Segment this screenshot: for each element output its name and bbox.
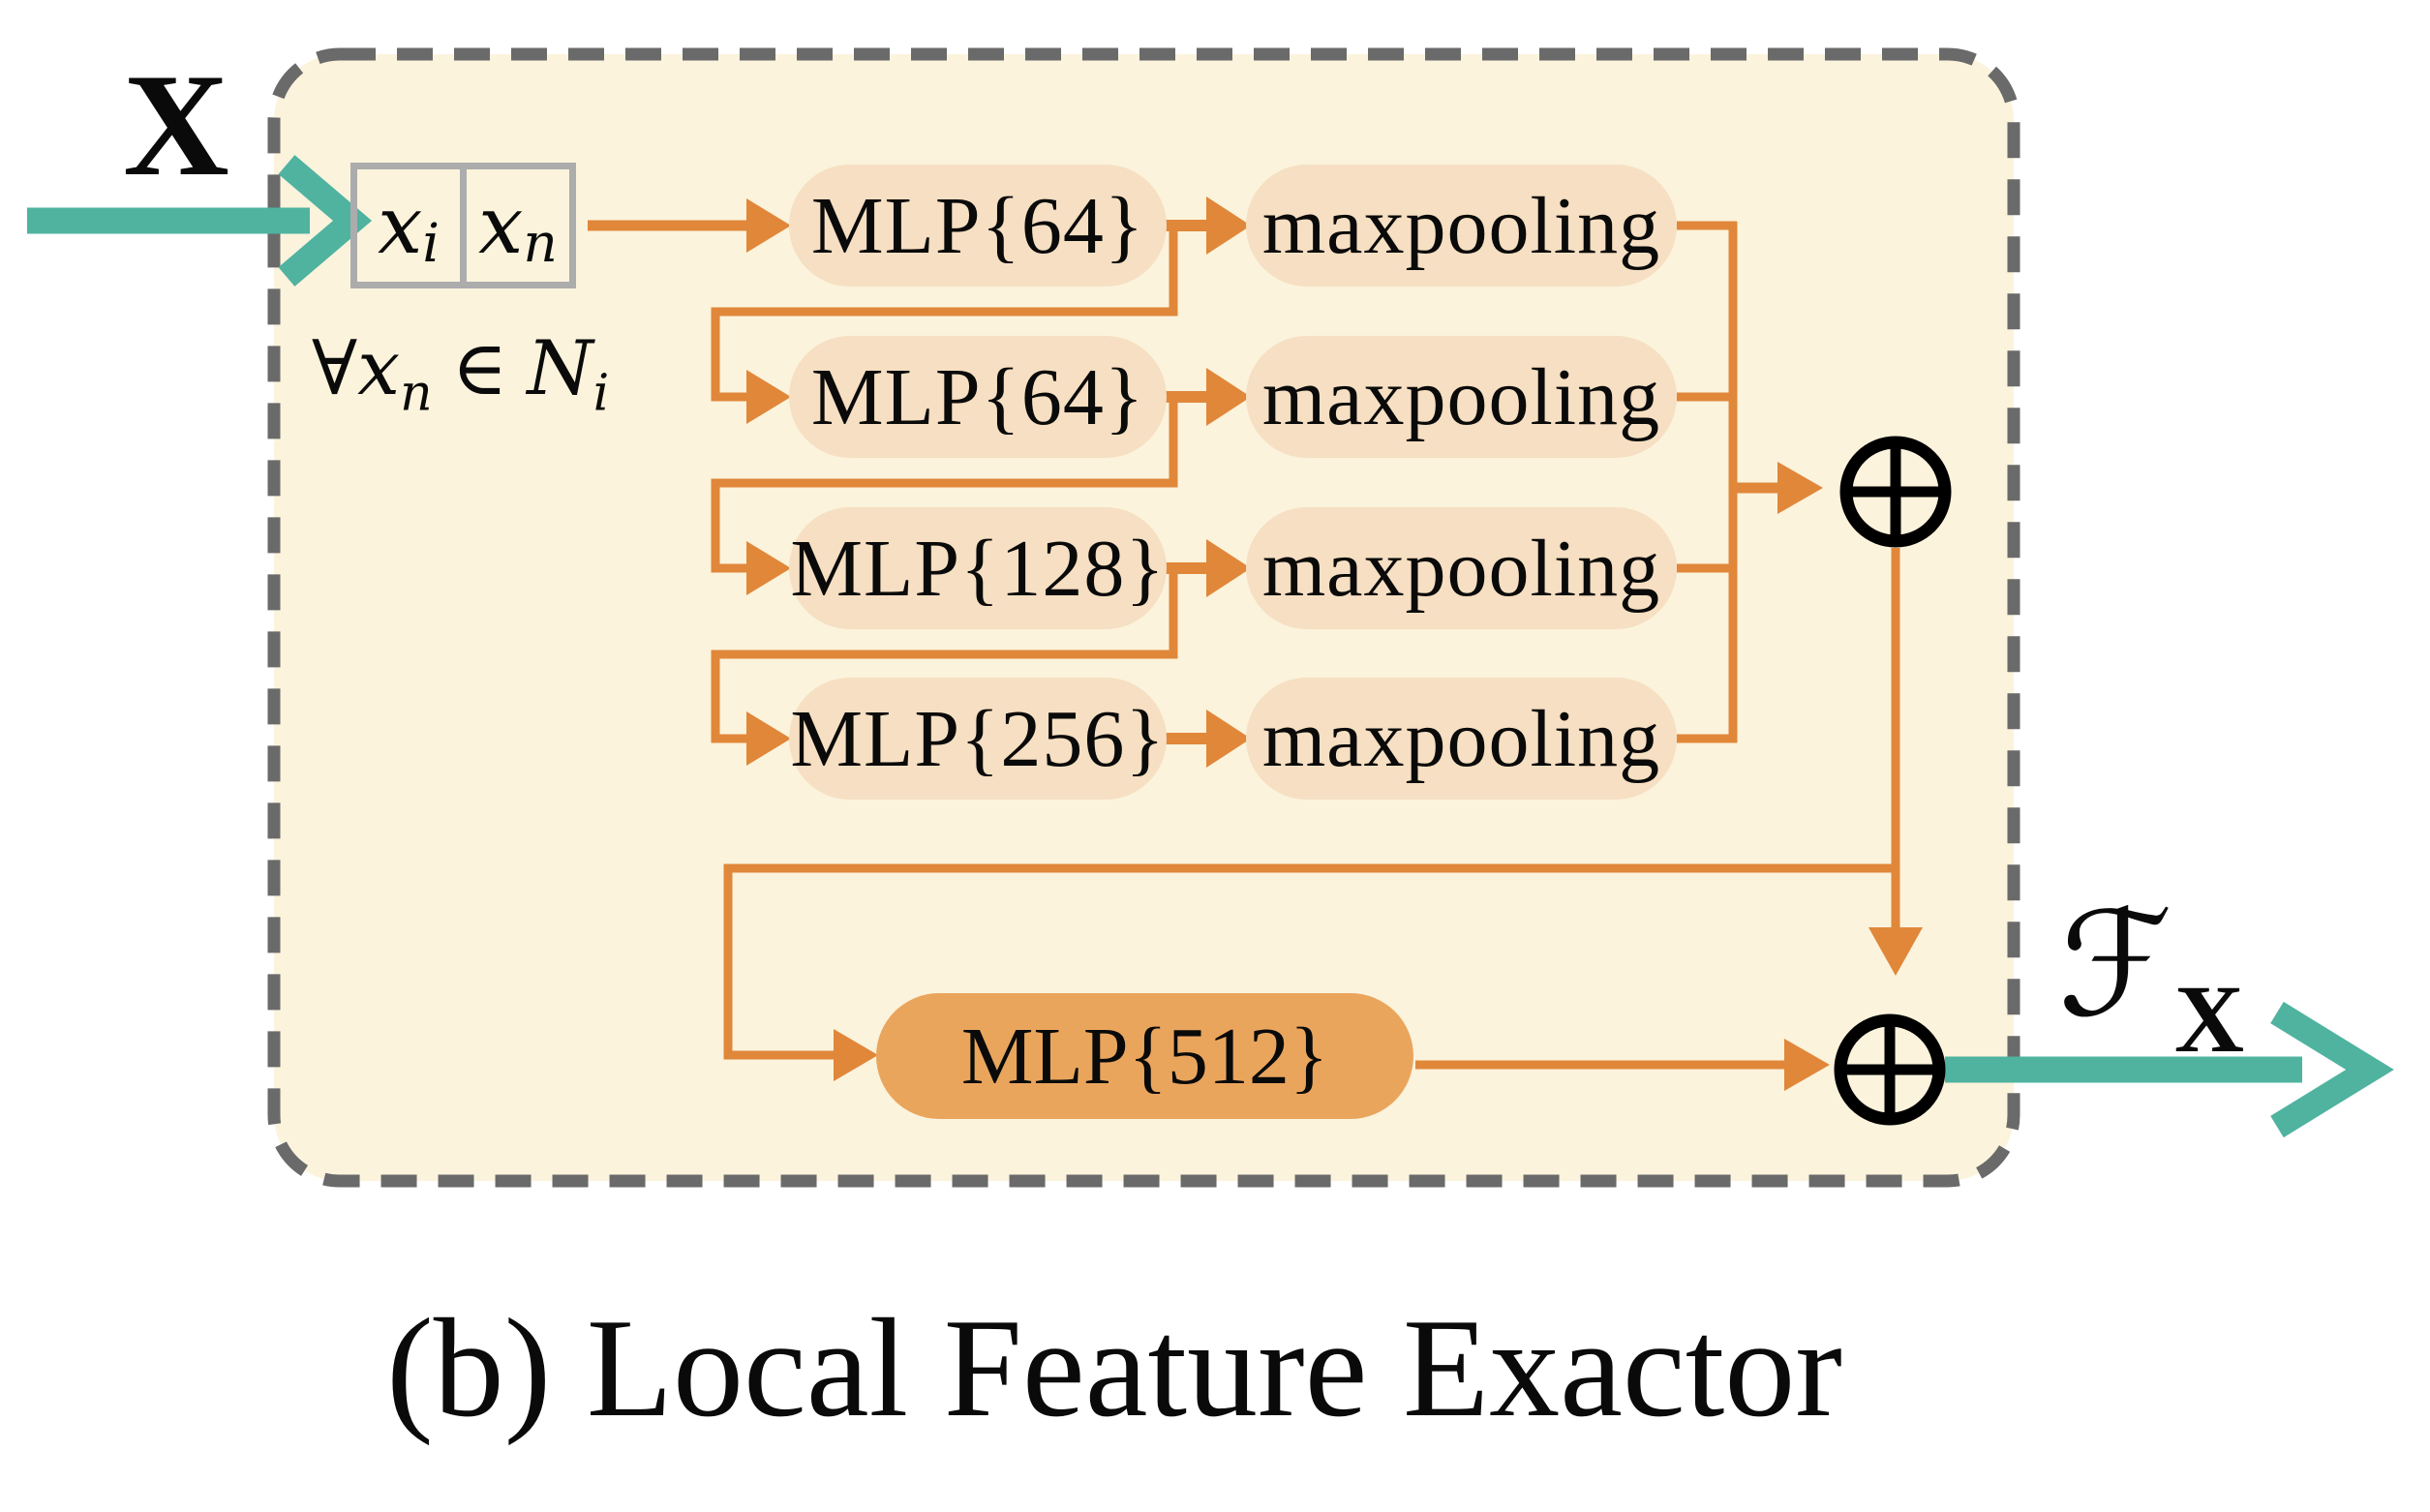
- maxpooling-row3-pill: maxpooling: [1246, 507, 1677, 629]
- concat-bottom-icon: [1834, 1013, 1946, 1126]
- xi-base: x: [378, 179, 423, 272]
- mlp-64-row2-pill: MLP{64}: [789, 336, 1167, 458]
- bus-to-concat-arrowhead: [1777, 462, 1823, 514]
- skip-to-final-mlp-line: [723, 863, 1896, 1060]
- concat-down-arrowhead: [1868, 927, 1923, 976]
- neighborhood-set: N: [527, 325, 593, 412]
- mlp-256-row4-pill: MLP{256}: [789, 678, 1167, 800]
- input-to-mlp1-arrowhead: [746, 198, 791, 253]
- mlp-128-row3-pill: MLP{128}: [789, 507, 1167, 629]
- maxpooling-row1-pill: maxpooling: [1246, 165, 1677, 287]
- concat-top-icon: [1839, 436, 1952, 548]
- figure-caption: (b) Local Feature Exactor: [386, 1289, 1842, 1446]
- feature-subscript: X: [2173, 965, 2245, 1073]
- maxpooling-row4-pill: maxpooling: [1246, 678, 1677, 800]
- note-var: x: [357, 325, 401, 412]
- neighborhood-note: ∀xn∈Ni: [312, 325, 699, 419]
- mlp-64-row1-pill: MLP{64}: [789, 165, 1167, 287]
- note-var-sub: n: [400, 364, 433, 423]
- mlp-512-pill: MLP{512}: [876, 993, 1413, 1119]
- skip-to-final-mlp-arrowhead: [834, 1029, 878, 1081]
- zigzag-arrowheads: [746, 370, 791, 766]
- output-arrow-head-icon: [2270, 1001, 2394, 1138]
- zigzag-connectors: [711, 226, 1178, 743]
- script-f-symbol: ℱ: [2058, 881, 2172, 1049]
- orange-connectors: [588, 197, 1923, 1091]
- forall-symbol: ∀: [312, 325, 358, 412]
- xn-base: x: [478, 179, 524, 272]
- output-feature-label: ℱX: [2058, 892, 2244, 1068]
- pool-to-bus-stubs: [1677, 221, 1737, 743]
- maxpooling-row2-pill: maxpooling: [1246, 336, 1677, 458]
- element-of-symbol: ∈: [451, 325, 508, 412]
- neighborhood-set-sub: i: [592, 364, 610, 423]
- input-tensor-label: X: [123, 44, 229, 206]
- final-mlp-out-arrowhead: [1784, 1039, 1830, 1091]
- concat-operators: [1834, 436, 1952, 1126]
